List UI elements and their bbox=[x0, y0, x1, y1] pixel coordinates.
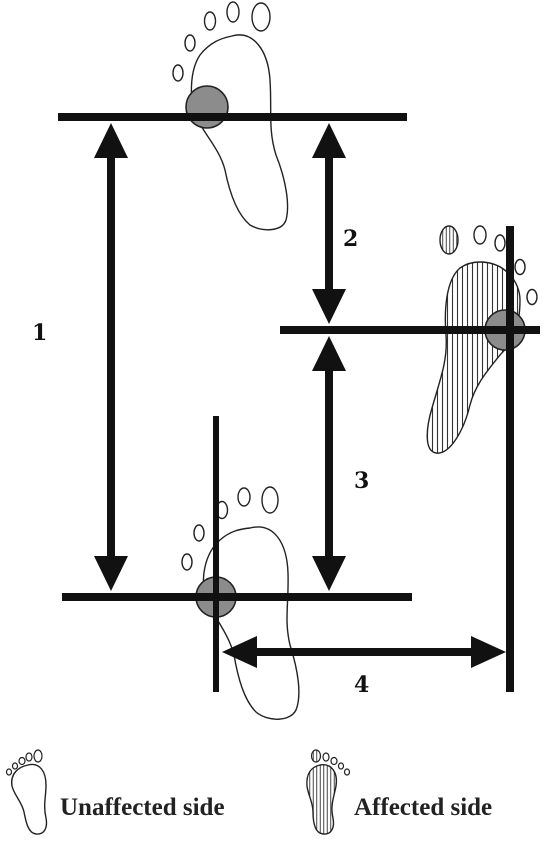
measurement-label-1: 1 bbox=[32, 320, 48, 346]
arrow-2 bbox=[312, 123, 346, 324]
footprint-unaffected-top bbox=[172, 1, 289, 231]
contact-point-top bbox=[185, 85, 229, 129]
legend-affected-icon bbox=[306, 749, 351, 835]
arrow-3 bbox=[312, 336, 346, 591]
measurement-arrows bbox=[94, 123, 506, 668]
footprint-affected-right bbox=[426, 225, 538, 454]
measurement-label-2: 2 bbox=[343, 226, 359, 252]
measurement-label-3: 3 bbox=[354, 468, 370, 494]
arrow-4 bbox=[222, 636, 506, 668]
footprint-unaffected-bottom bbox=[181, 486, 300, 720]
arrow-1 bbox=[94, 123, 128, 591]
measurement-label-4: 4 bbox=[354, 672, 370, 698]
legend-unaffected-icon bbox=[5, 749, 48, 835]
legend-unaffected-label: Unaffected side bbox=[60, 794, 225, 821]
legend-affected-label: Affected side bbox=[354, 794, 493, 821]
reference-lines bbox=[58, 113, 540, 692]
